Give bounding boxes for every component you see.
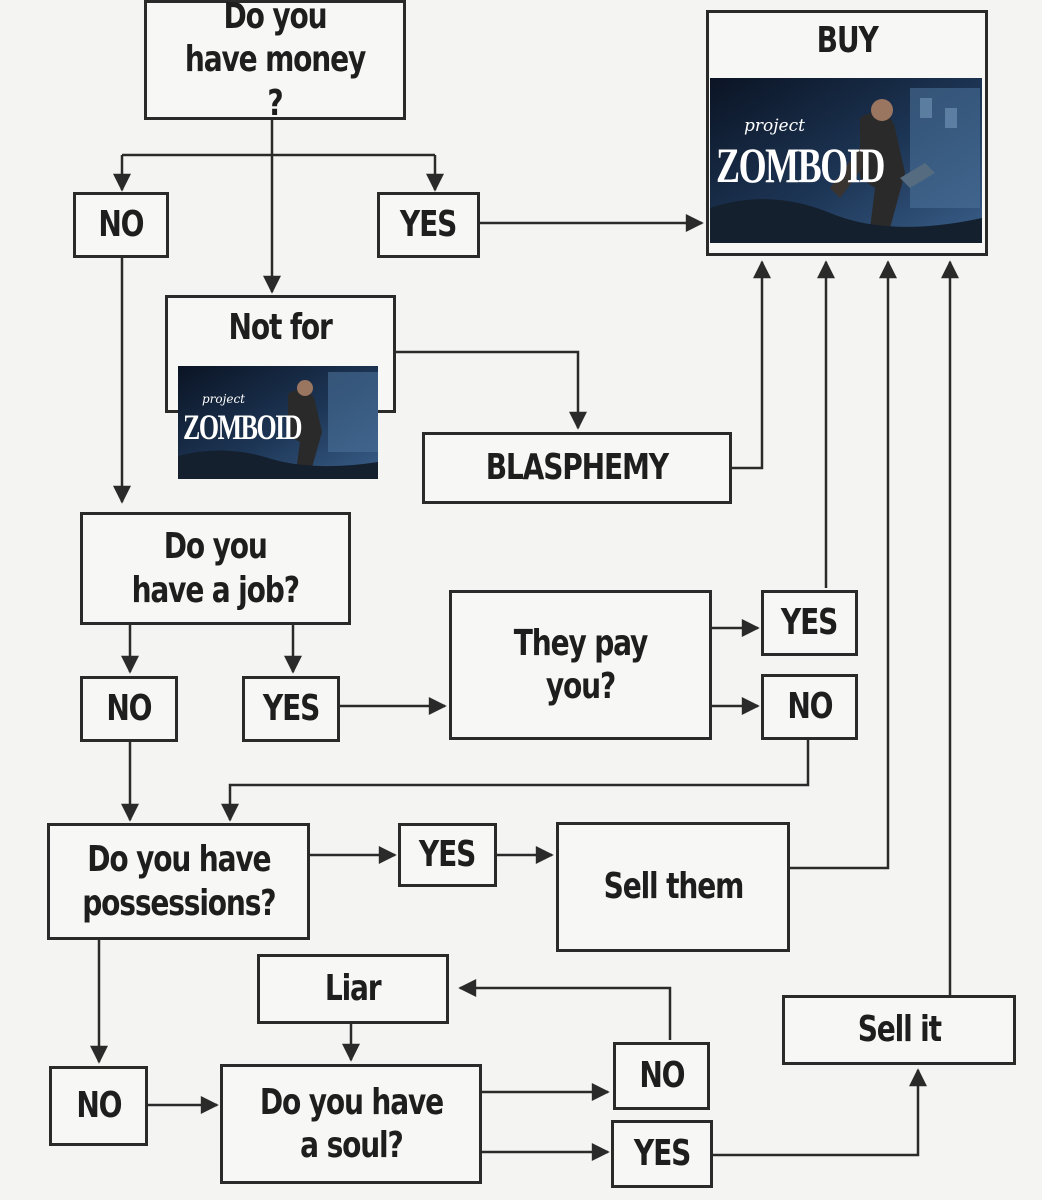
question-they-pay: They pay you? [449,590,712,740]
logo-small-text-small: project [202,392,246,406]
zombie-scene-image [710,78,982,243]
answer-soul-no-label: NO [638,1055,685,1097]
answer-money-yes-label: YES [400,204,457,246]
question-have-job-line1: Do you [164,526,268,568]
connector-money-split [122,120,435,157]
answer-money-yes: YES [377,192,480,258]
question-have-possessions-line2: possessions? [81,882,276,924]
blasphemy-box: BLASPHEMY [422,432,732,504]
answer-pay-yes-label: YES [781,602,838,644]
answer-soul-yes: YES [611,1120,713,1188]
answer-pay-no-label: NO [786,686,833,728]
logo-big-text-small: ZOMBOID [183,407,303,447]
answer-possessions-no: NO [49,1066,148,1146]
question-have-money-line2: have money ? [184,39,366,124]
question-have-soul-line2: a soul? [299,1125,404,1166]
sell-it-box: Sell it [782,995,1016,1065]
arrow-sellthem-buy [790,260,897,870]
buy-label: BUY [816,20,878,61]
answer-pay-yes: YES [761,590,858,656]
arrow-payno-poss [221,740,810,822]
answer-soul-no: NO [613,1042,710,1110]
arrow-blasphemy-buy [732,260,771,470]
logo-small-text-large: project [744,116,805,136]
game-cover-image-small: project ZOMBOID [178,366,378,479]
answer-job-yes: YES [242,676,340,742]
liar-box: Liar [257,954,449,1024]
question-have-possessions-line1: Do you have [86,839,271,881]
question-have-soul-line1: Do you have [259,1081,443,1123]
answer-job-no-label: NO [106,688,152,730]
liar-label: Liar [325,968,382,1010]
blasphemy-label: BLASPHEMY [485,447,669,489]
arrow-soulyes-sellit [713,1068,927,1157]
question-have-job-line2: have a job? [131,569,300,611]
answer-job-yes-label: YES [262,688,320,730]
question-have-money-line1: Do you [223,0,328,38]
answer-money-no: NO [73,192,169,258]
logo-big-text-large: ZOMBOID [716,137,885,193]
sell-them-label: Sell them [603,866,744,908]
zombie-scene-image [178,366,378,479]
answer-soul-yes-label: YES [633,1133,691,1175]
game-cover-image-large: project ZOMBOID [710,78,982,243]
sell-them-box: Sell them [556,822,790,952]
sell-it-label: Sell it [857,1009,941,1051]
answer-pay-no: NO [761,674,858,740]
answer-job-no: NO [80,676,178,742]
not-for-label: Not for [228,307,333,348]
arrow-soulno-liar [458,979,672,1040]
arrow-notfor-blasphemy [395,350,587,430]
answer-money-no-label: NO [98,204,144,246]
answer-possessions-yes-label: YES [419,834,476,876]
answer-possessions-no-label: NO [75,1085,122,1127]
answer-possessions-yes: YES [398,823,497,887]
question-they-pay-label: They pay you? [513,622,649,707]
